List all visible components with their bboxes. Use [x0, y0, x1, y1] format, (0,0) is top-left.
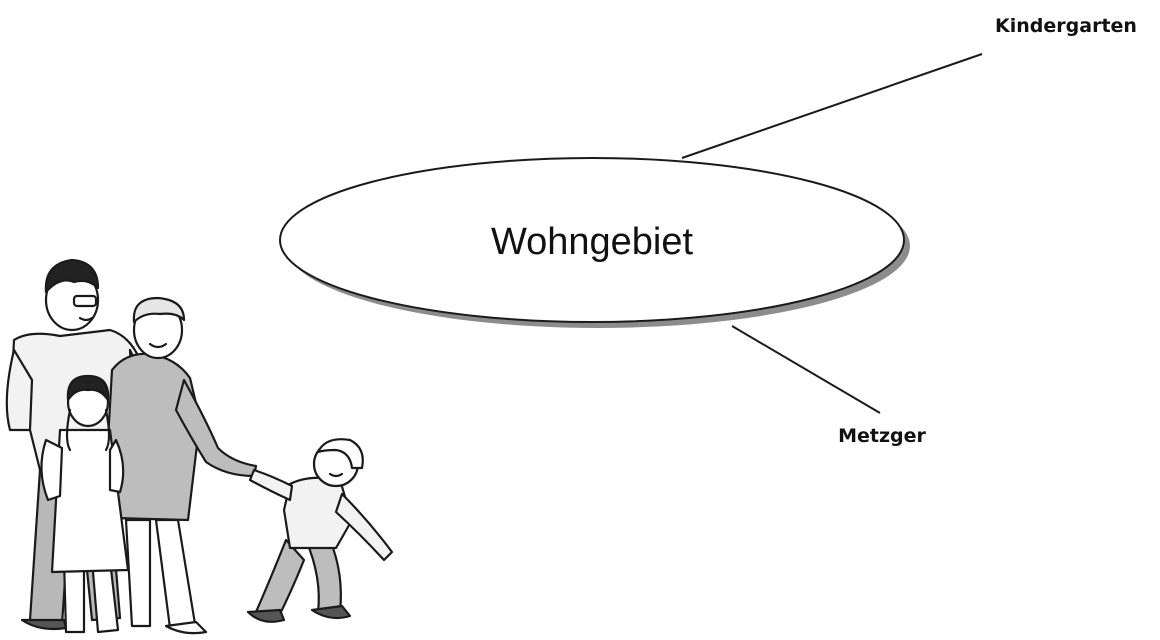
girl-figure [40, 374, 130, 634]
branch-label-metzger: Metzger [838, 425, 926, 447]
branch-label-kindergarten: Kindergarten [995, 15, 1137, 37]
boy-figure [246, 438, 394, 623]
branch-line-metzger [731, 325, 881, 414]
family-illustration-icon [5, 258, 394, 635]
center-node-shape [279, 157, 905, 323]
branch-line-kindergarten [681, 53, 983, 159]
mother-figure [106, 296, 258, 635]
center-node-label: Wohngebiet [491, 221, 694, 263]
center-node[interactable]: Wohngebiet [279, 157, 910, 328]
